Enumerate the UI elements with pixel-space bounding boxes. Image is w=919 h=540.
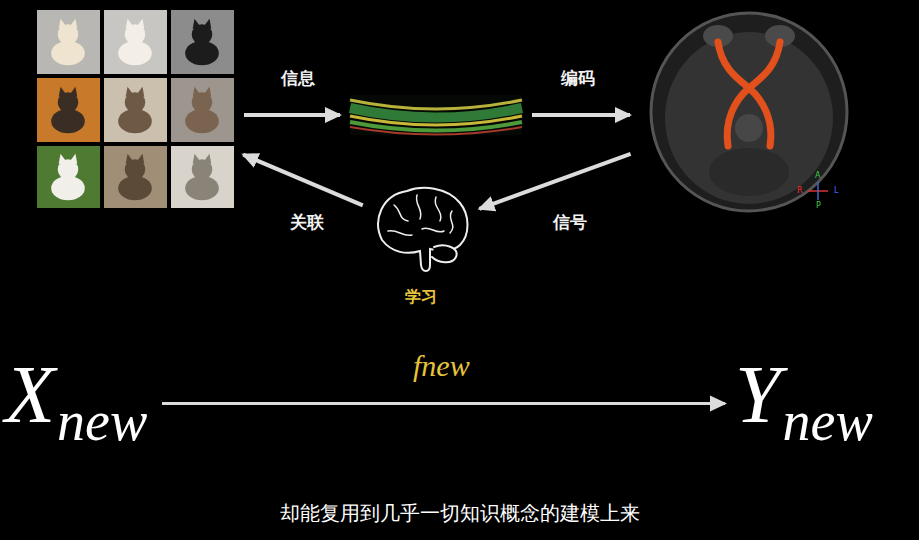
- node-text: 学习: [352, 287, 490, 308]
- axis-letter: P: [816, 202, 821, 210]
- edge-label: 信号: [550, 211, 590, 233]
- axis-letter: L: [834, 187, 838, 195]
- brain-mri: [651, 13, 847, 211]
- edge-label: 关联: [287, 211, 327, 233]
- brain-node: 学习: [372, 185, 470, 275]
- math-node: Xnew: [5, 354, 152, 453]
- arrow-connector: [532, 113, 630, 117]
- math-node: Ynew: [735, 354, 877, 453]
- arrow-connector: [479, 154, 630, 209]
- arrow-connector: [243, 155, 363, 206]
- axis-letter: A: [815, 172, 820, 180]
- node-text: new: [783, 393, 873, 449]
- image-node: [350, 95, 522, 135]
- image-node: [640, 10, 858, 212]
- retina-scan: [350, 95, 522, 135]
- brain-outline: [378, 188, 467, 271]
- subtitle-caption: 却能复用到几乎一切知识概念的建模上来: [0, 500, 919, 527]
- node-text: X: [5, 354, 55, 436]
- cat-photo-grid: [37, 10, 234, 208]
- node-text: Y: [735, 354, 781, 436]
- arrow-connector: [162, 402, 725, 405]
- edge-label: 编码: [558, 67, 598, 89]
- edge-label: 信息: [278, 67, 318, 89]
- edge-label: fnew: [410, 347, 473, 385]
- axis-letter: R: [797, 187, 803, 195]
- image-node: [37, 10, 234, 208]
- arrow-connector: [244, 113, 340, 117]
- node-text: new: [57, 393, 147, 449]
